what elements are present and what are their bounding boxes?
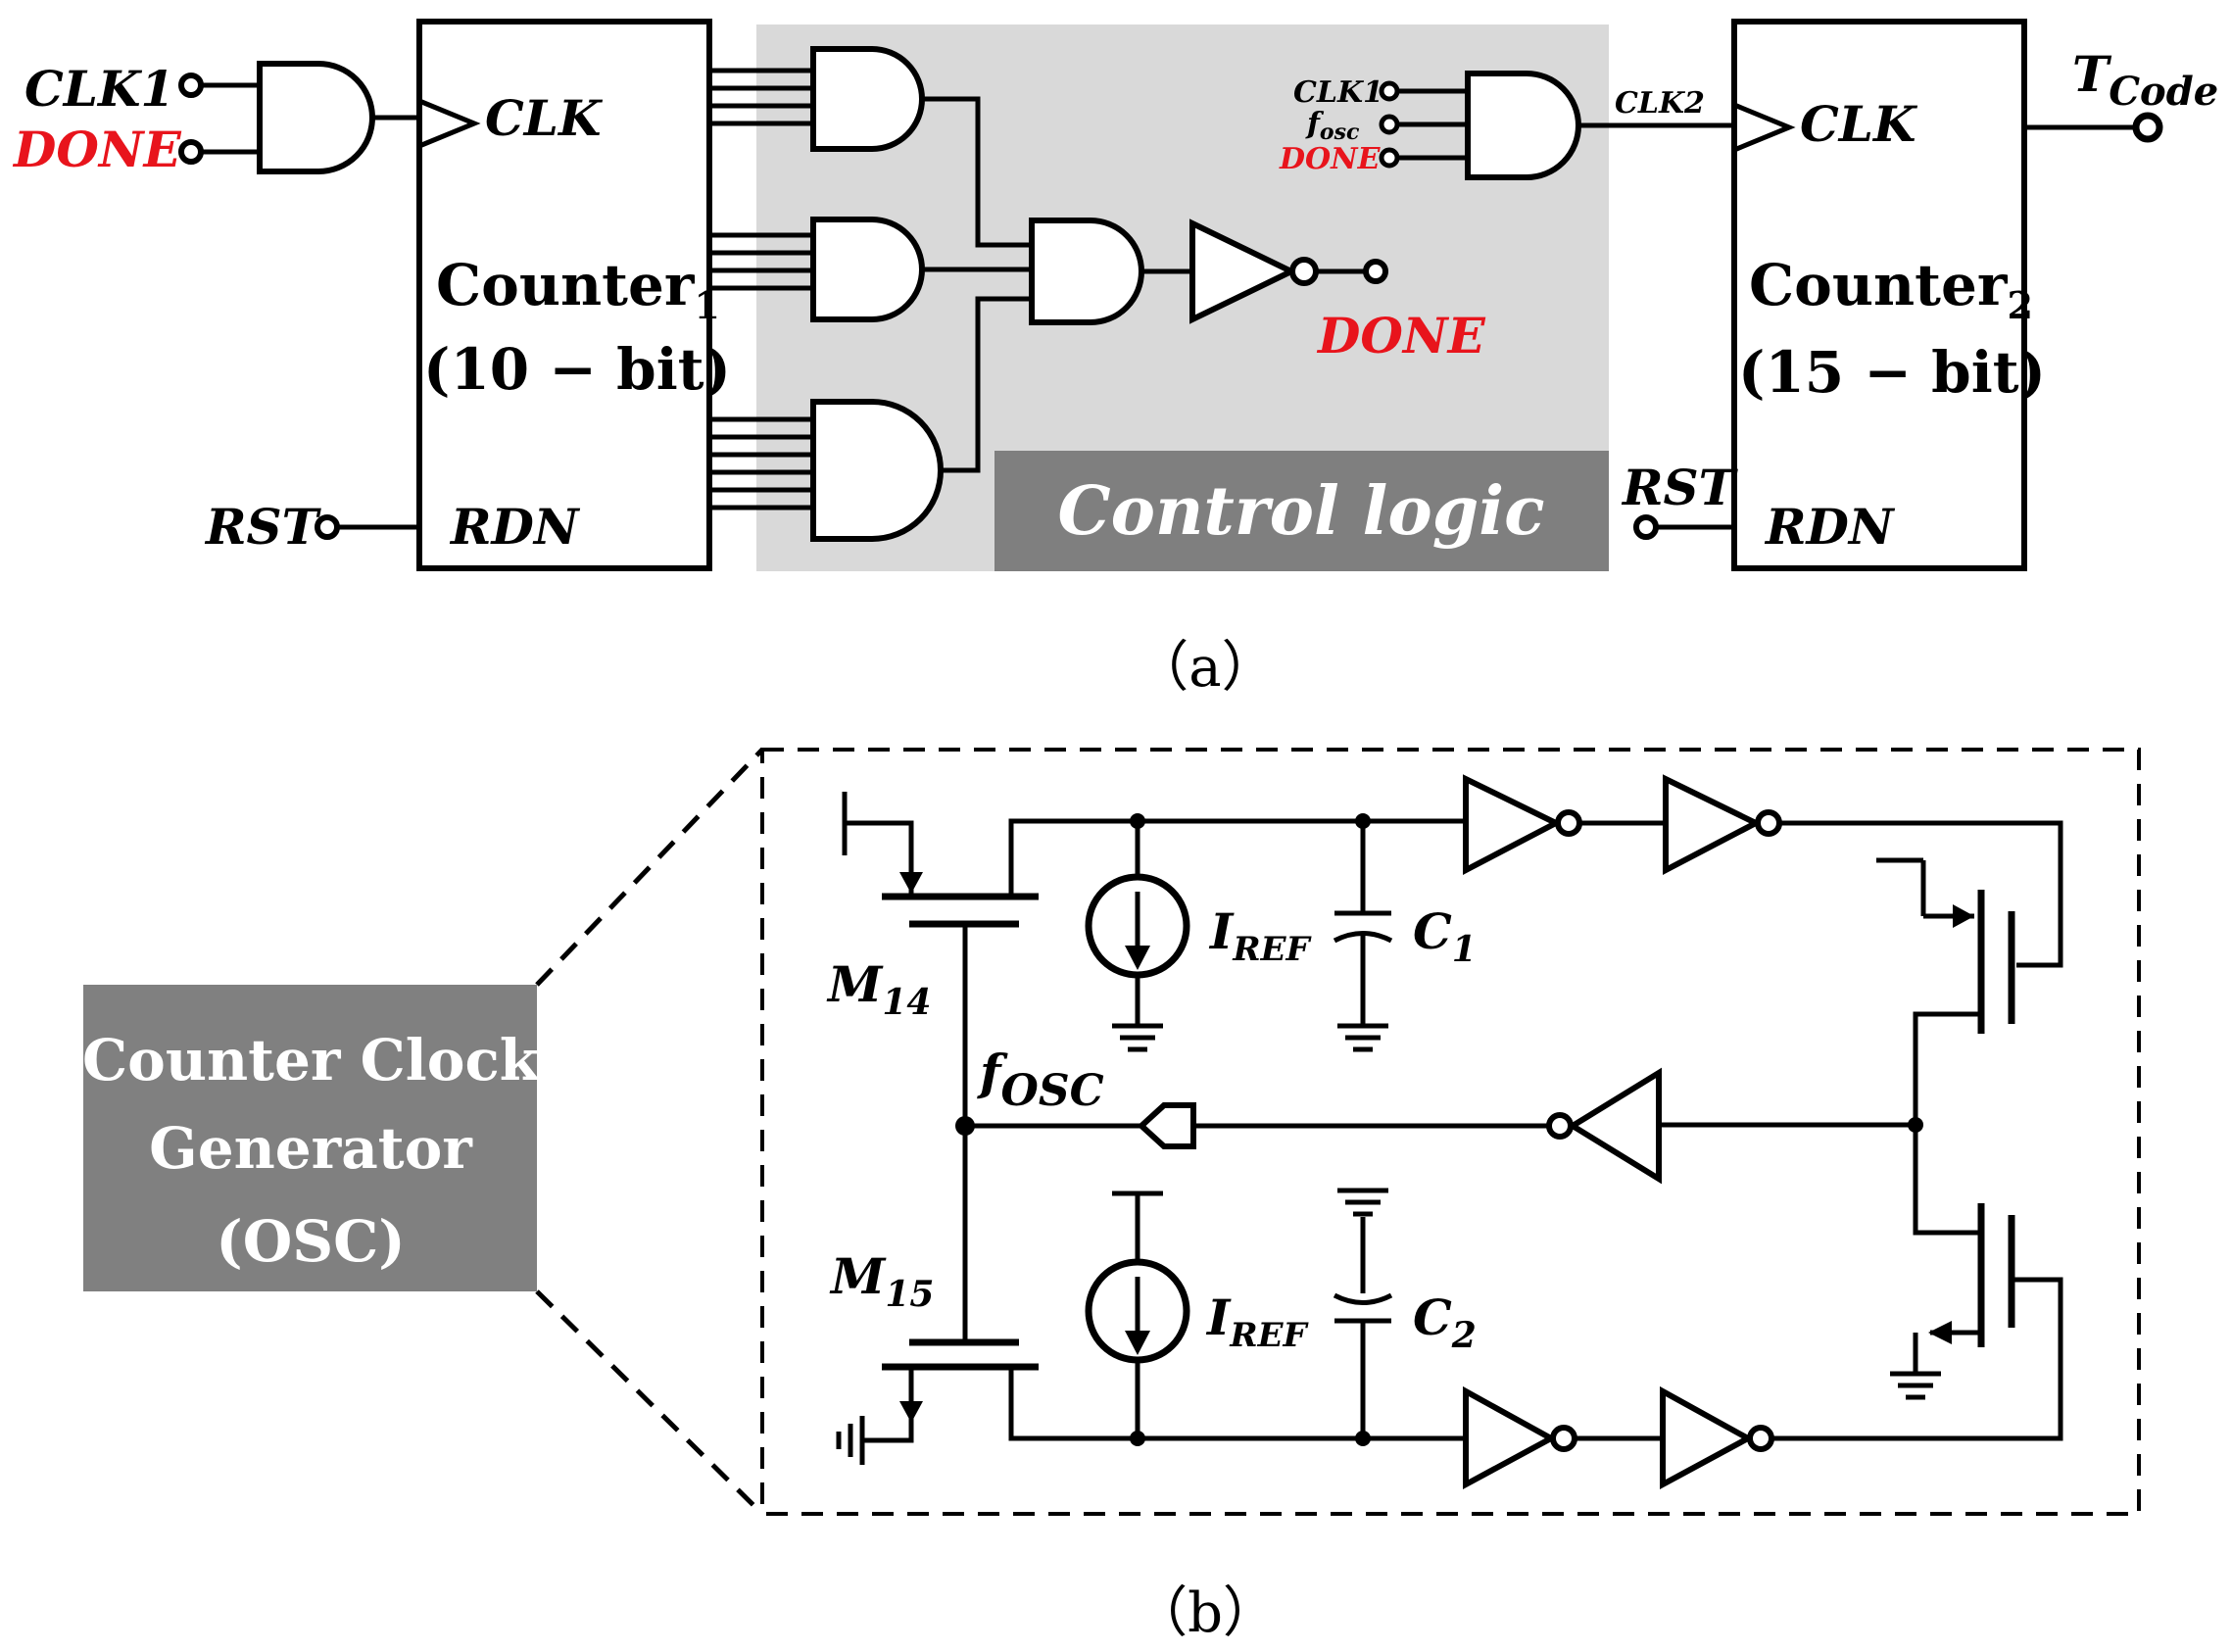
counter2-block — [1731, 19, 2027, 571]
t-code-label: TCode — [2072, 45, 2218, 115]
caption-b: （b） — [1133, 1581, 1278, 1645]
and-gate-2 — [810, 217, 925, 322]
fosc-label: fOSC — [977, 1044, 1104, 1116]
and4-done-label: DONE — [1279, 142, 1382, 176]
done-input-terminal — [178, 139, 204, 165]
control-logic-banner — [994, 451, 1609, 571]
top-inverter-2 — [1663, 774, 1763, 875]
counter1-title: Counter1 — [436, 252, 720, 327]
counter2-rdn-pin: RDN — [1764, 498, 1896, 556]
and4-fosc-terminal — [1379, 114, 1400, 135]
and4-done-terminal — [1379, 147, 1400, 169]
counter1-clk-pin: CLK — [485, 89, 604, 147]
rst1-label: RST — [204, 498, 322, 556]
final-and-gate — [1029, 218, 1144, 325]
and4-clk1-terminal — [1379, 80, 1400, 102]
rst2-terminal — [1633, 514, 1659, 540]
done-inverter — [1189, 219, 1298, 324]
m14-label: M14 — [826, 955, 931, 1023]
osc-block-line1: Counter Clock — [82, 1027, 541, 1093]
and-gate-3 — [810, 399, 944, 542]
done-inverter-bubble — [1289, 257, 1319, 286]
caption-a: （a） — [1134, 636, 1276, 700]
counter1-clk-triangle — [418, 98, 481, 149]
counter2-clk-triangle — [1733, 102, 1796, 153]
osc-detail-frame — [760, 748, 2141, 1516]
done-output-label: DONE — [1316, 307, 1486, 364]
done-output-terminal — [1363, 259, 1388, 284]
clk2-and-gate — [1465, 71, 1581, 180]
control-logic-label: Control logic — [1058, 472, 1545, 551]
clk1-input-terminal — [178, 73, 204, 98]
top-inverter-1 — [1463, 774, 1563, 875]
counter1-block — [416, 19, 712, 571]
fosc-output-port — [1137, 1102, 1196, 1149]
panel-b: Counter Clock Generator (OSC) M14 IREF — [82, 748, 2141, 1645]
rst2-label: RST — [1621, 459, 1739, 516]
input-and-gate — [257, 61, 375, 174]
c2-label: C2 — [1413, 1288, 1477, 1356]
panel-a: Control logic CLK Counter1 (10 − bit) RD… — [12, 19, 2218, 700]
bottom-inverter-2 — [1660, 1385, 1755, 1490]
feedback-inverter — [1567, 1067, 1662, 1185]
iref-top-label: IREF — [1208, 902, 1313, 969]
clk2-label: CLK2 — [1615, 86, 1705, 121]
counter2-clk-pin: CLK — [1800, 95, 1918, 153]
osc-block-line2: Generator — [149, 1115, 473, 1182]
done-input-label: DONE — [12, 121, 182, 178]
clk1-input-label: CLK1 — [24, 60, 174, 118]
and-gate-1 — [810, 46, 925, 152]
counter1-bits: (10 − bit) — [423, 336, 731, 403]
c1-label: C1 — [1413, 902, 1477, 970]
counter2-bits: (15 − bit) — [1738, 339, 2046, 406]
counter1-rdn-pin: RDN — [449, 498, 581, 556]
rst1-terminal — [315, 514, 340, 540]
counter2-title: Counter2 — [1749, 252, 2033, 327]
m15-label: M15 — [829, 1247, 934, 1315]
bottom-inverter-1 — [1463, 1385, 1558, 1490]
osc-block-line3: (OSC) — [216, 1208, 405, 1275]
t-code-terminal — [2132, 112, 2163, 143]
iref-bottom-label: IREF — [1205, 1288, 1310, 1355]
and4-clk1-label: CLK1 — [1293, 75, 1383, 110]
osc-block — [83, 985, 537, 1291]
